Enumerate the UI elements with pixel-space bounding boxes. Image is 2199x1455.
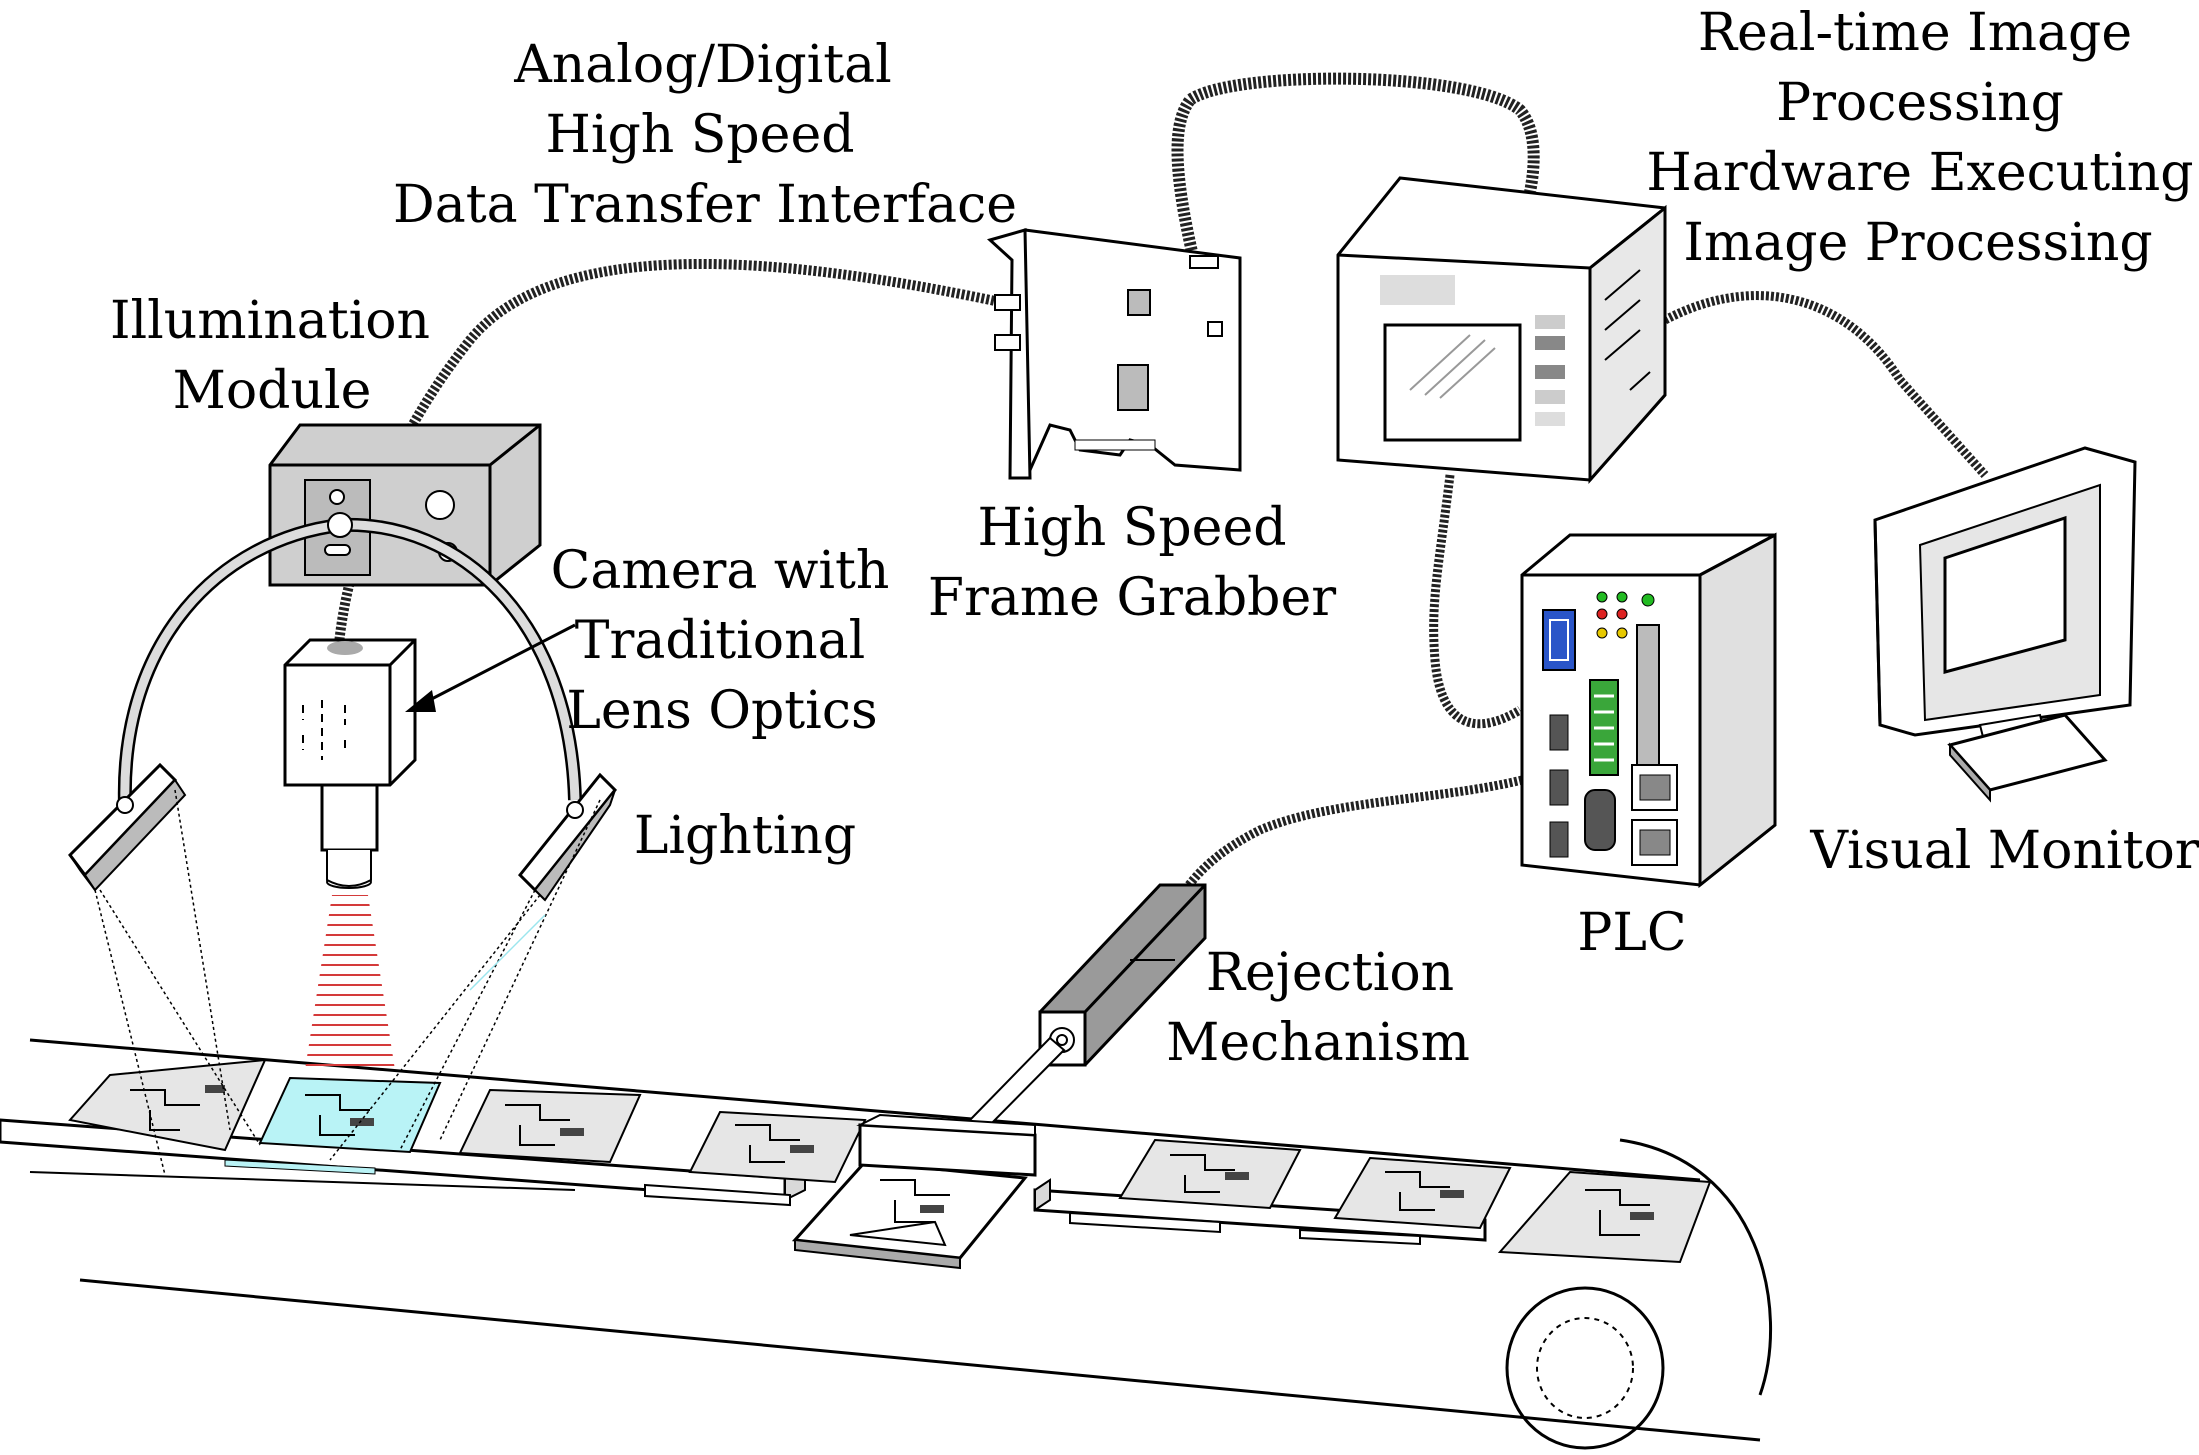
board-6 [1118,1138,1302,1210]
board-inspected [258,1076,442,1154]
monitor-label: Visual Monitor [1809,821,2199,881]
lighting-arm [117,512,582,806]
rejection-label-line-2: Mechanism [1166,1013,1470,1073]
realtime-label-line-3: Hardware Executing [1646,143,2193,203]
camera-label-line-1: Camera with [551,541,890,601]
light-rays [94,789,601,1176]
board-4 [688,1110,867,1184]
board-1 [68,1058,267,1152]
plc-label: PLC [1577,903,1686,963]
monitor-cable [1662,291,1989,479]
light-bar-right [517,772,618,902]
camera-beam [305,895,395,1070]
interface-label-line-3: Data Transfer Interface [393,175,1017,235]
realtime-label-line-2: Processing [1776,73,2064,133]
board-7 [1333,1156,1512,1230]
rejection-mechanism [856,883,1207,1177]
coiled-cable [1171,72,1540,267]
visual-monitor [1873,446,2137,803]
camera-pointer-arrow [405,623,576,712]
board-rejected [791,1160,1028,1270]
illumination-module [268,423,542,587]
realtime-label-line-1: Real-time Image [1698,3,2132,63]
interface-label-line-1: Analog/Digital [513,35,892,95]
camera-label-line-2: Traditional [575,611,865,671]
board-3 [458,1088,642,1164]
lighting-label: Lighting [634,806,856,866]
frame-grabber-card [986,228,1242,480]
plc-cable [1429,474,1523,729]
plc-unit [1520,532,1777,889]
grabber-label-line-2: Frame Grabber [928,568,1336,628]
light-bar-left [68,762,187,892]
board-8 [1497,1170,1712,1264]
realtime-label-line-4: Image Processing [1683,213,2152,273]
grabber-label-line-1: High Speed [977,498,1286,558]
illumination-label-line-1: Illumination [110,291,430,351]
interface-label-line-2: High Speed [545,105,854,165]
illumination-label-line-2: Module [173,361,372,421]
rejection-cable [1181,775,1524,893]
real-time-processor [1336,176,1667,484]
rejection-label-line-1: Rejection [1206,943,1454,1003]
conveyor-belt [0,1038,1772,1450]
camera [283,638,417,889]
camera-label-line-3: Lens Optics [566,681,877,741]
